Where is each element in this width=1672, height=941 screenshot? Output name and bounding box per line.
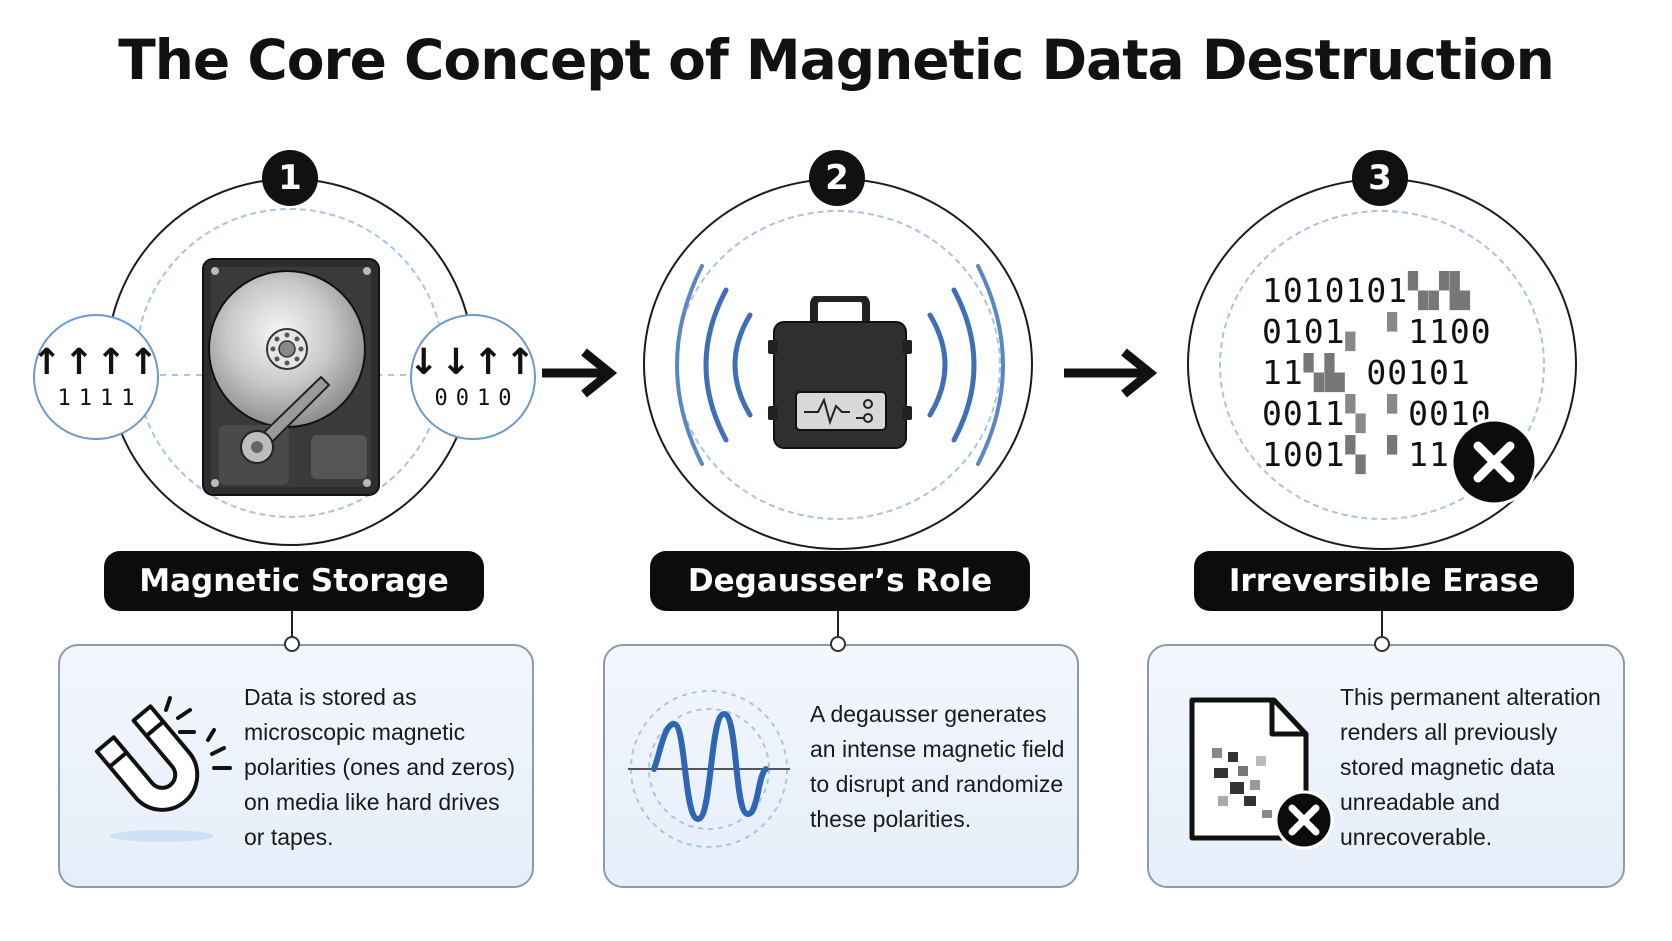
description-line: on media like hard drives xyxy=(244,789,500,815)
waveform-icon xyxy=(628,690,790,848)
description-line: This permanent alteration xyxy=(1340,684,1601,710)
polarity-arrows: ↓↓↑↑ xyxy=(408,341,538,383)
step-3-label: Irreversible Erase xyxy=(1194,551,1574,611)
description-line: unrecoverable. xyxy=(1340,824,1493,850)
step-3-connector-dot xyxy=(1374,636,1390,652)
degausser-device-icon xyxy=(768,296,912,449)
step-1-connector xyxy=(291,611,293,641)
description-line: an intense magnetic field xyxy=(810,736,1065,762)
polarity-bubble-left: ↑↑↑↑ 1111 xyxy=(31,314,161,440)
step-2-connector xyxy=(837,611,839,641)
step-1-number-badge: 1 xyxy=(262,150,318,206)
step-1-description: Data is stored as microscopic magnetic p… xyxy=(244,680,529,855)
magnet-icon xyxy=(94,696,232,842)
hard-drive-icon xyxy=(202,258,380,496)
description-line: stored magnetic data xyxy=(1340,754,1555,780)
binary-line: 1001▚ ▘11 xyxy=(1262,435,1450,474)
binary-line: 0101▖ ▘1100 xyxy=(1262,312,1492,351)
corrupted-data-icon: 1010101▚▞▙ 0101▖ ▘1100 11▚▙ 00101 0011▚ … xyxy=(1262,270,1522,475)
step-2-label: Degausser’s Role xyxy=(650,551,1030,611)
polarity-bits: 0010 xyxy=(434,385,520,411)
step-3-description: This permanent alteration renders all pr… xyxy=(1340,680,1620,855)
binary-line: 11▚▙ 00101 xyxy=(1262,353,1471,392)
description-line: these polarities. xyxy=(810,806,972,832)
description-line: to disrupt and randomize xyxy=(810,771,1064,797)
step-3-inner-ring xyxy=(1219,210,1545,520)
magnetic-field-waves xyxy=(675,264,1005,466)
step-3-connector xyxy=(1381,611,1383,641)
description-line: polarities (ones and zeros) xyxy=(244,754,516,780)
step-2-description: A degausser generates an intense magneti… xyxy=(810,697,1075,837)
step-3-number-badge: 3 xyxy=(1352,150,1408,206)
close-icon xyxy=(1450,418,1538,506)
binary-line: 0011▚ ▘0010 xyxy=(1262,394,1492,433)
step-1-label: Magnetic Storage xyxy=(104,551,484,611)
step-2-number-badge: 2 xyxy=(809,150,865,206)
description-line: or tapes. xyxy=(244,824,334,850)
polarity-arrows: ↑↑↑↑ xyxy=(31,341,161,383)
arrow-right-icon xyxy=(542,348,618,398)
step-1-connector-dot xyxy=(284,636,300,652)
polarity-bits: 1111 xyxy=(57,385,143,411)
description-line: unreadable and xyxy=(1340,789,1500,815)
description-line: microscopic magnetic xyxy=(244,719,466,745)
description-line: renders all previously xyxy=(1340,719,1558,745)
binary-line: 1010101▚▞▙ xyxy=(1262,271,1471,310)
description-line: A degausser generates xyxy=(810,701,1047,727)
page-title: The Core Concept of Magnetic Data Destru… xyxy=(118,28,1555,92)
description-line: Data is stored as xyxy=(244,684,417,710)
corrupted-file-icon xyxy=(1189,697,1334,850)
step-2-connector-dot xyxy=(830,636,846,652)
polarity-bubble-right: ↓↓↑↑ 0010 xyxy=(408,314,538,440)
arrow-right-icon xyxy=(1064,348,1158,398)
